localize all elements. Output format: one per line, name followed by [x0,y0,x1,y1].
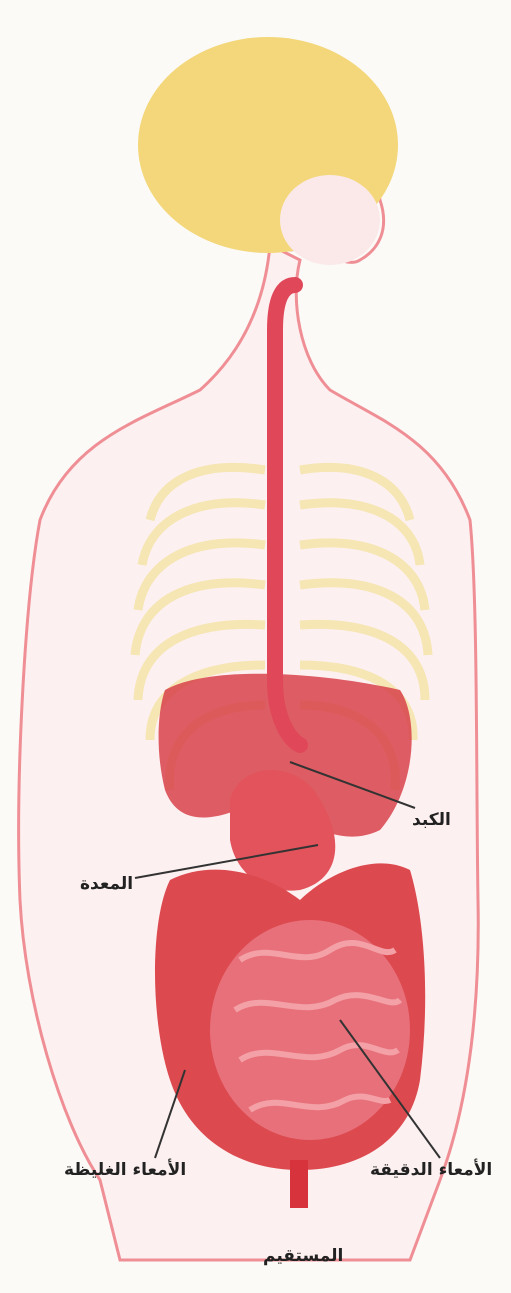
label-large-intestine: الأمعاء الغليظة [64,1160,186,1180]
label-small-intestine: الأمعاء الدقيقة [370,1160,492,1180]
label-stomach: المعدة [80,874,133,894]
face [280,175,380,265]
label-rectum: المستقيم [263,1246,343,1266]
label-liver: الكبد [412,810,451,830]
rectum [290,1160,308,1208]
